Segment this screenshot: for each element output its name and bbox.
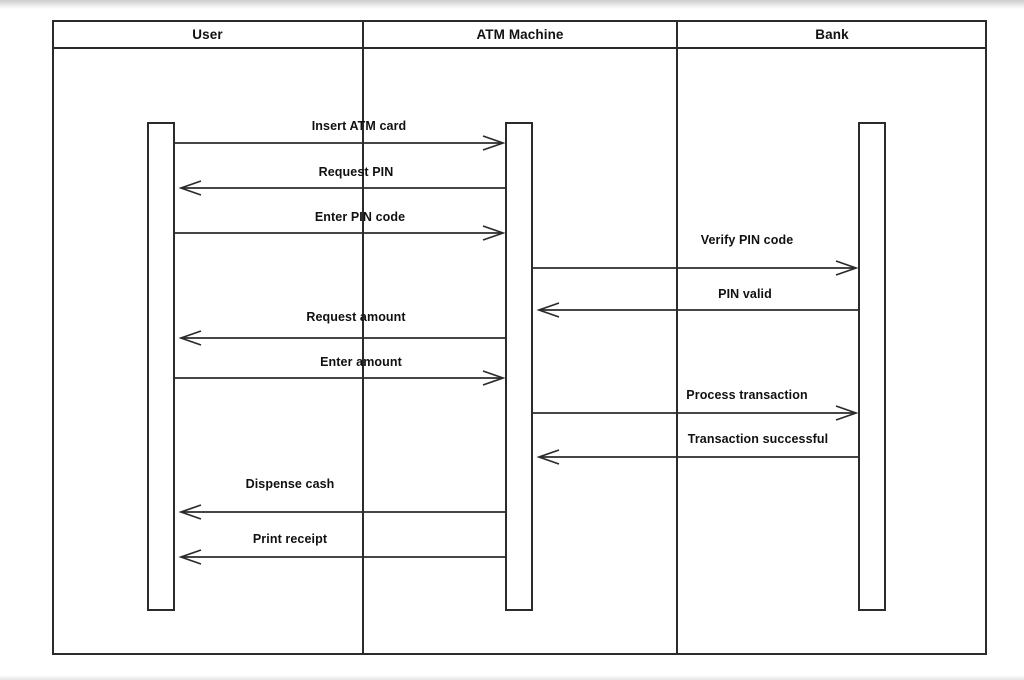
message-label: Request amount (306, 310, 406, 324)
participant-header-atm: ATM Machine (476, 27, 564, 42)
message-label: Request PIN (318, 165, 394, 179)
message-label: Enter amount (320, 355, 402, 369)
participant-header-bank: Bank (815, 27, 849, 42)
message-label: Dispense cash (245, 477, 335, 491)
diagram-frame (52, 20, 987, 655)
header-bottom-rule (52, 47, 987, 49)
message-label: Transaction successful (687, 432, 829, 446)
activation-bar-user (147, 122, 175, 611)
message-label: Print receipt (252, 532, 328, 546)
column-divider (362, 20, 364, 655)
message-label: Process transaction (686, 388, 808, 402)
message-label: Insert ATM card (311, 119, 407, 133)
message-label: PIN valid (718, 287, 772, 301)
activation-bar-bank (858, 122, 886, 611)
activation-bar-atm (505, 122, 533, 611)
top-edge-shadow (0, 0, 1024, 9)
message-label: Enter PIN code (314, 210, 406, 224)
column-divider (676, 20, 678, 655)
bottom-edge-shadow (0, 675, 1024, 680)
participant-header-user: User (192, 27, 223, 42)
message-label: Verify PIN code (700, 233, 794, 247)
